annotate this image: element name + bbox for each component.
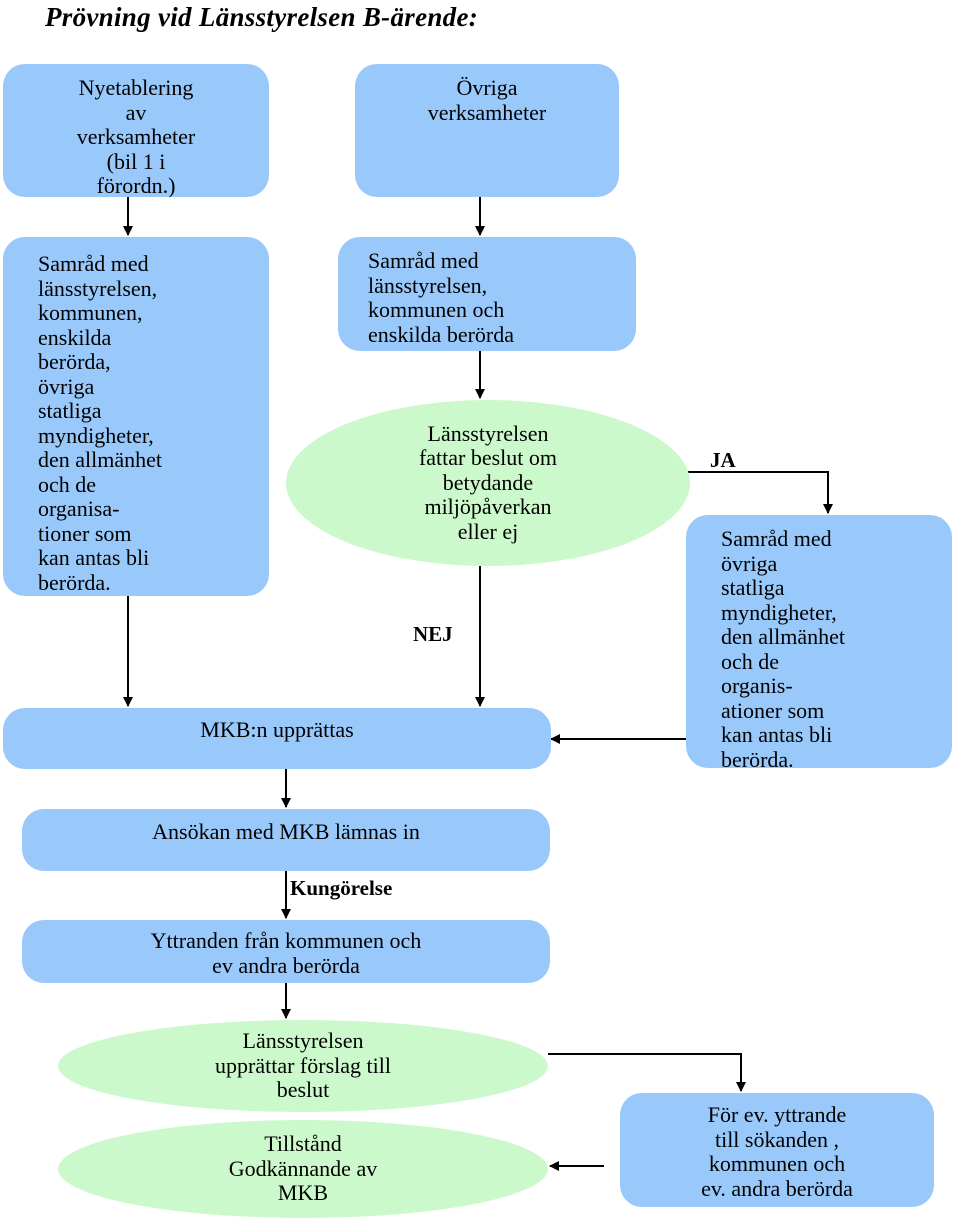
label-nej: NEJ [413, 622, 453, 646]
node-beslut-miljopaverkan: Länsstyrelsen fattar beslut om betydande… [286, 400, 690, 566]
node-forslag-till-beslut: Länsstyrelsen upprättar förslag till bes… [58, 1020, 548, 1112]
node-ansokan: Ansökan med MKB lämnas in [22, 809, 550, 871]
node-samrad-right: Samråd med övriga statliga myndigheter, … [686, 515, 952, 768]
node-mkb-uppratas: MKB:n upprättas [3, 708, 551, 769]
node-samrad-left: Samråd med länsstyrelsen, kommunen, ensk… [3, 237, 269, 596]
label-kungorelse: Kungörelse [290, 876, 393, 900]
node-ovriga-verksamheter: Övriga verksamheter [355, 64, 619, 197]
arrow-ja-to-samrad-right [688, 471, 833, 514]
node-tillstand: Tillstånd Godkännande av MKB [58, 1120, 548, 1218]
page-title: Prövning vid Länsstyrelsen B-ärende: [45, 2, 479, 32]
node-yttrande-sokanden: För ev. yttrande till sökanden , kommune… [620, 1093, 934, 1207]
node-nyetablering: Nyetablering av verksamheter (bil 1 i fö… [3, 64, 269, 197]
node-samrad-mid: Samråd med länsstyrelsen, kommunen och e… [338, 237, 636, 351]
label-ja: JA [710, 448, 736, 472]
arrow-forslag-to-yttrande-sokanden [548, 1053, 746, 1092]
node-yttranden: Yttranden från kommunen och ev andra ber… [22, 920, 550, 983]
